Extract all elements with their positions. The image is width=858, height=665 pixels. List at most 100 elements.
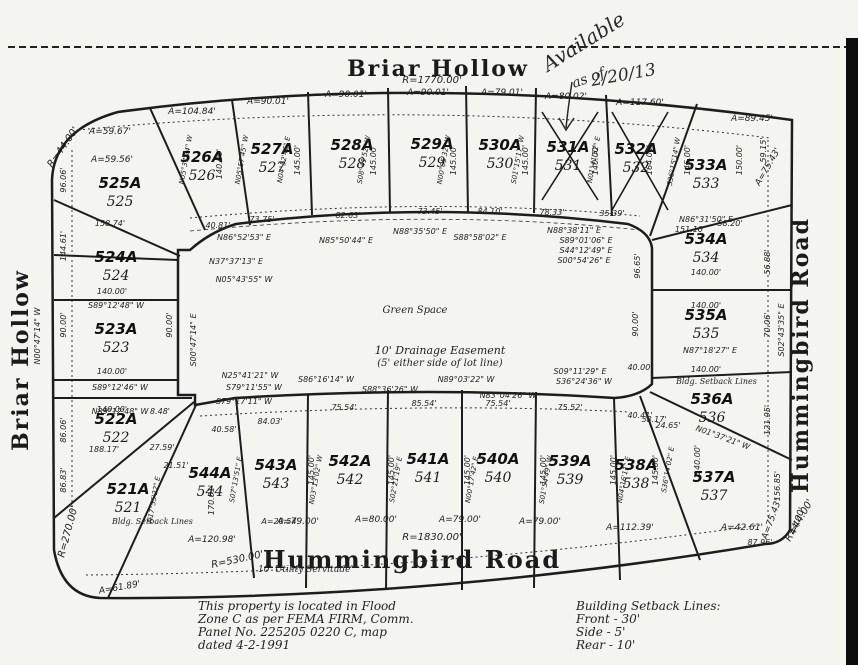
arc-length-top: A=90.01'	[324, 90, 367, 100]
distance-bottom-rear: 85.54'	[411, 399, 436, 408]
bearing-left: S89°12'48" W	[88, 301, 145, 310]
lot-number: 523	[103, 340, 130, 356]
distance-bottom-rear: 145.00'	[387, 455, 396, 485]
dimension-labels: A=104.84'A=90.01'A=90.01'A=90.01'A=79.01…	[33, 88, 808, 597]
lot-number: 542	[337, 472, 364, 488]
distance-right-column: 140.00'	[691, 365, 721, 374]
lot-number: 527	[259, 160, 286, 176]
lot-number: 539	[557, 472, 584, 488]
bearing-bottom-row: N25°41'21" W	[222, 371, 280, 380]
bearing-top-row: S88°58'02" E	[453, 233, 507, 242]
arc-length-bottom: A=120.98'	[187, 535, 236, 545]
bearing-bottom-row: S09°11'29" E	[553, 367, 607, 376]
lot-sublabel: 543A	[255, 456, 298, 474]
lot-sublabel: 523A	[95, 320, 138, 338]
bearing-left: N00°47'14" W	[33, 306, 42, 364]
bearing-bottom-row: S86°16'14" W	[298, 375, 355, 384]
distance-left-column: 86.06'	[59, 417, 68, 442]
distance-bottom-rear: 145.00'	[539, 455, 548, 485]
bearing-top-row: S89°01'06" E	[559, 236, 613, 245]
distance-bottom-rear: 40.00'	[627, 363, 652, 372]
bearing-left: N05°43'55" W	[216, 275, 274, 284]
lot-sublabel: 525A	[99, 174, 142, 192]
radius-top: R=1770.00'	[402, 75, 461, 86]
road-name-left: Briar Hollow	[8, 269, 34, 451]
distance-right-column: 58.17'	[641, 415, 666, 424]
distance-right-column: 70.06'	[763, 312, 772, 337]
bearing-top-row: N88°35'50" E	[393, 227, 448, 236]
setback-note-side: Side - 5'	[576, 625, 625, 639]
lot-sublabel: 527A	[251, 140, 294, 158]
distance-right-column: 96.65'	[633, 253, 642, 278]
lot-number: 532	[623, 160, 650, 176]
setback-lines	[71, 114, 771, 576]
distance-lot-depth: 145.00'	[369, 145, 378, 175]
setback-note-title: Building Setback Lines:	[575, 599, 721, 613]
distance-bottom-rear: 75.52'	[557, 403, 582, 412]
distance-left-column: 96.06'	[59, 167, 68, 192]
distance-right-column: 140.00'	[691, 268, 721, 277]
lot-sublabel: 529A	[411, 135, 454, 153]
bearing-lot-line: N05°57'45" W	[234, 133, 251, 184]
lot-sublabel: 539A	[549, 452, 592, 470]
distance-left-column: 158.74'	[95, 219, 125, 228]
lot-number: 521	[115, 500, 142, 516]
distance-lot-depth: 145.00'	[521, 145, 530, 175]
distance-left-column: 21.51'	[163, 461, 188, 470]
lot-number: 525	[107, 194, 134, 210]
lot-number: 524	[103, 268, 130, 284]
bearing-top-row: N85°50'44" E	[319, 236, 374, 245]
easement-title: 10' Drainage Easement	[375, 344, 506, 357]
distance-bottom-rear: 145.00'	[307, 455, 316, 485]
arc-length-corner: A=75.43'	[760, 498, 784, 542]
bearing-left: N89°12'48" W	[92, 407, 150, 416]
arc-length-top: A=104.84'	[167, 107, 216, 117]
lot-524: 524A 524	[95, 248, 138, 284]
setback-note-front: Front - 30'	[575, 612, 640, 626]
distance-left-column: 8.48'	[150, 407, 170, 416]
flood-note-line-2: Zone C as per FEMA FIRM, Comm.	[197, 612, 414, 626]
lot-525: 525A 525	[99, 174, 142, 210]
lot-sublabel: 521A	[107, 480, 150, 498]
lot-521: 521A 521	[107, 480, 150, 516]
setback-note-rear: Rear - 10'	[575, 638, 635, 652]
arc-length-top: A=90.01'	[406, 88, 449, 98]
bearing-bottom-row: S79°11'55" W	[226, 383, 283, 392]
setback-label-right: Bldg. Setback Lines	[675, 377, 757, 386]
lot-sublabel: 524A	[95, 248, 138, 266]
distance-right-column: 59.15'	[759, 137, 768, 162]
lot-539: 539A 539	[549, 452, 592, 488]
lot-sublabel: 537A	[693, 468, 736, 486]
bearing-bottom-row: N89°03'22" W	[438, 375, 496, 384]
road-name-top: Briar Hollow	[347, 56, 529, 82]
bearing-bottom-row: S79°17'11" W	[216, 397, 273, 406]
setback-note: Building Setback Lines: Front - 30' Side…	[575, 599, 721, 652]
distance-top-rear: 82.63'	[335, 211, 360, 220]
bearing-top-row: N88°38'11" E	[547, 226, 602, 235]
distance-lot-depth: 164.01'	[645, 145, 654, 175]
arc-length-bottom: A=80.00'	[354, 515, 397, 525]
distance-bottom-rear: 40.58'	[211, 425, 236, 434]
distance-bottom-rear: 140.00'	[693, 445, 702, 475]
distance-top-rear: 35.39'	[599, 209, 624, 218]
distance-top-rear: 40.81'	[205, 221, 230, 230]
arc-length-bottom: A=42.61'	[720, 523, 763, 533]
distance-bottom-rear: 75.54'	[485, 399, 510, 408]
bearing-right: N86°31'50" E	[679, 215, 734, 224]
lot-sublabel: 544A	[189, 464, 232, 482]
lot-number: 531	[555, 158, 582, 174]
lot-527: 527A 527	[251, 140, 294, 176]
arc-length-corner: A=75.43'	[753, 146, 783, 188]
distance-right-column: 56.88'	[763, 249, 772, 274]
